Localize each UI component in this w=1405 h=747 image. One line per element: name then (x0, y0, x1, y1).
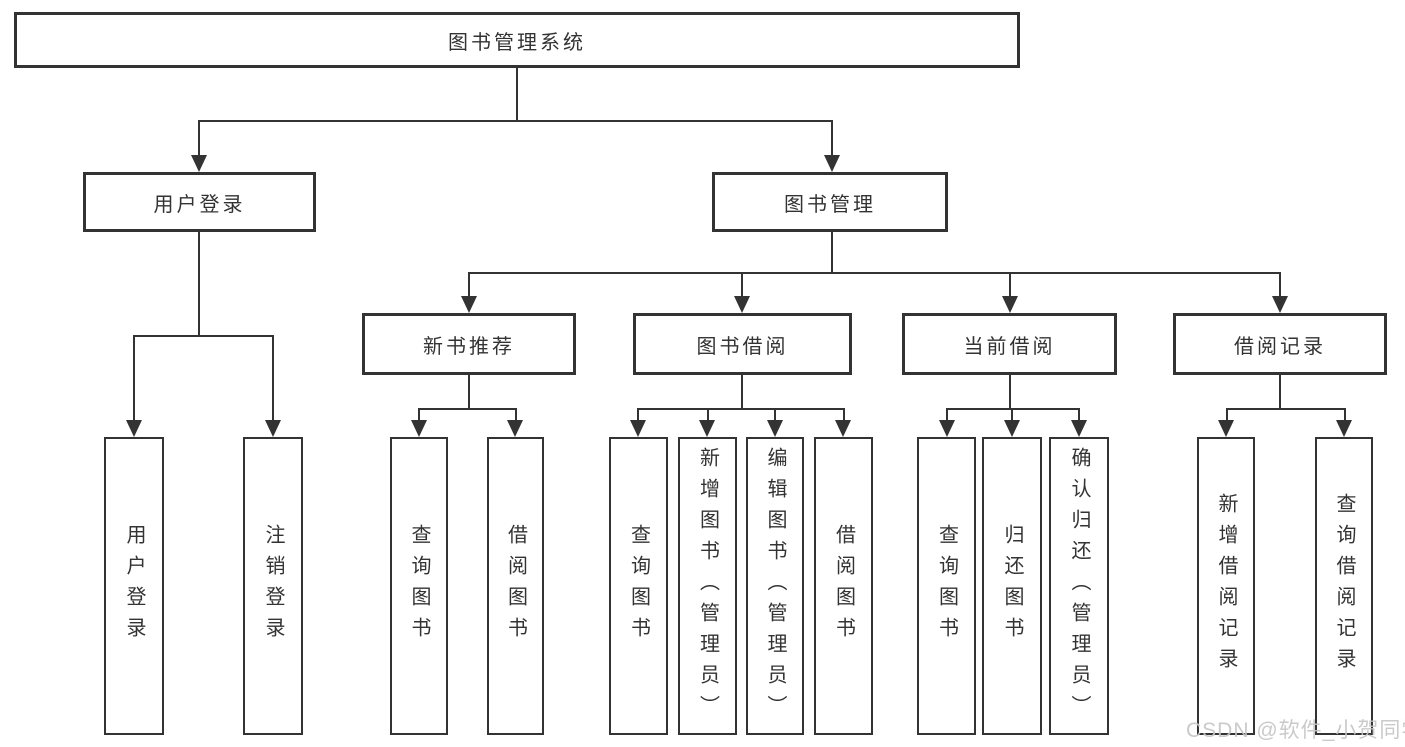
connector (831, 232, 833, 274)
arrow-down-icon (734, 296, 750, 313)
node-label: 注销登录 (262, 524, 284, 648)
node-book-borrowing: 图书借阅 (633, 313, 852, 375)
node-label: 图书管理系统 (448, 31, 586, 54)
connector (418, 408, 420, 424)
connector (272, 335, 274, 423)
leaf-query-books-borrow: 查询图书 (609, 437, 668, 735)
arrow-down-icon (699, 420, 715, 437)
connector (418, 408, 517, 410)
leaf-query-books-current: 查询图书 (917, 437, 976, 735)
connector (1078, 408, 1080, 424)
connector (741, 375, 743, 410)
connector (133, 335, 274, 337)
connector (198, 120, 200, 158)
node-label: 查询图书 (935, 524, 958, 648)
node-label: 图书借阅 (696, 335, 789, 358)
arrow-down-icon (630, 420, 646, 437)
connector (1279, 272, 1281, 300)
connector (637, 408, 639, 424)
node-label: 用户登录 (153, 193, 246, 216)
leaf-add-borrow-record: 新增借阅记录 (1197, 437, 1255, 735)
connector (133, 335, 135, 423)
connector (1009, 272, 1011, 300)
node-label: 确认归还（管理员） (1068, 446, 1090, 726)
node-label: 图书管理 (784, 193, 876, 216)
connector (468, 272, 1281, 274)
arrow-down-icon (1004, 420, 1020, 437)
node-label: 新增图书（管理员） (696, 446, 719, 726)
arrow-down-icon (1336, 420, 1352, 437)
node-label: 借阅记录 (1234, 335, 1326, 358)
leaf-borrow-books: 借阅图书 (814, 437, 873, 735)
node-label: 查询图书 (627, 524, 650, 648)
node-book-management: 图书管理 (712, 172, 948, 232)
connector (637, 408, 845, 410)
node-user-login: 用户登录 (83, 172, 316, 232)
connector (1009, 375, 1011, 410)
arrow-down-icon (1272, 296, 1288, 313)
leaf-user-login: 用户登录 (104, 437, 164, 735)
leaf-return-books: 归还图书 (982, 437, 1042, 735)
connector (831, 120, 833, 158)
arrow-down-icon (835, 420, 851, 437)
node-label: 当前借阅 (963, 335, 1056, 358)
arrow-down-icon (1071, 420, 1087, 437)
connector (198, 120, 833, 122)
arrow-down-icon (1218, 420, 1234, 437)
arrow-down-icon (191, 155, 207, 172)
node-label: 查询借阅记录 (1333, 493, 1355, 679)
arrow-down-icon (1002, 296, 1018, 313)
arrow-down-icon (126, 420, 142, 437)
connector (1344, 408, 1346, 424)
arrow-down-icon (411, 420, 427, 437)
node-label: 归还图书 (1001, 524, 1023, 648)
node-label: 新增借阅记录 (1215, 493, 1237, 679)
connector (468, 375, 470, 410)
node-new-book-recommend: 新书推荐 (362, 313, 576, 375)
node-label: 借阅图书 (832, 524, 855, 648)
node-label: 新书推荐 (423, 335, 515, 358)
node-book-management-system: 图书管理系统 (14, 12, 1020, 68)
connector (468, 272, 470, 300)
connector (1226, 408, 1228, 424)
connector (707, 408, 709, 424)
arrow-down-icon (939, 420, 955, 437)
connector (198, 232, 200, 337)
leaf-confirm-return-admin: 确认归还（管理员） (1049, 437, 1109, 735)
connector (774, 408, 776, 424)
leaf-query-books-recommend: 查询图书 (390, 437, 448, 735)
connector (515, 408, 517, 424)
node-current-borrowing: 当前借阅 (902, 313, 1117, 375)
arrow-down-icon (461, 296, 477, 313)
connector (516, 68, 518, 122)
connector (843, 408, 845, 424)
leaf-add-books-admin: 新增图书（管理员） (678, 437, 737, 735)
connector (946, 408, 948, 424)
arrow-down-icon (507, 420, 523, 437)
leaf-edit-books-admin: 编辑图书（管理员） (746, 437, 804, 735)
arrow-down-icon (824, 155, 840, 172)
node-label: 借阅图书 (504, 524, 527, 648)
arrow-down-icon (265, 420, 281, 437)
connector (1279, 375, 1281, 410)
leaf-borrow-books-recommend: 借阅图书 (487, 437, 544, 735)
arrow-down-icon (767, 420, 783, 437)
connector (1226, 408, 1344, 410)
connector (1011, 408, 1013, 424)
node-label: 编辑图书（管理员） (764, 446, 786, 726)
connector (741, 272, 743, 300)
leaf-logout: 注销登录 (243, 437, 303, 735)
leaf-query-borrow-record: 查询借阅记录 (1315, 437, 1373, 735)
node-borrowing-records: 借阅记录 (1173, 313, 1387, 375)
node-label: 查询图书 (408, 524, 430, 648)
csdn-watermark: CSDN @软件_小贺同学 (1186, 719, 1405, 742)
node-label: 用户登录 (123, 524, 145, 648)
